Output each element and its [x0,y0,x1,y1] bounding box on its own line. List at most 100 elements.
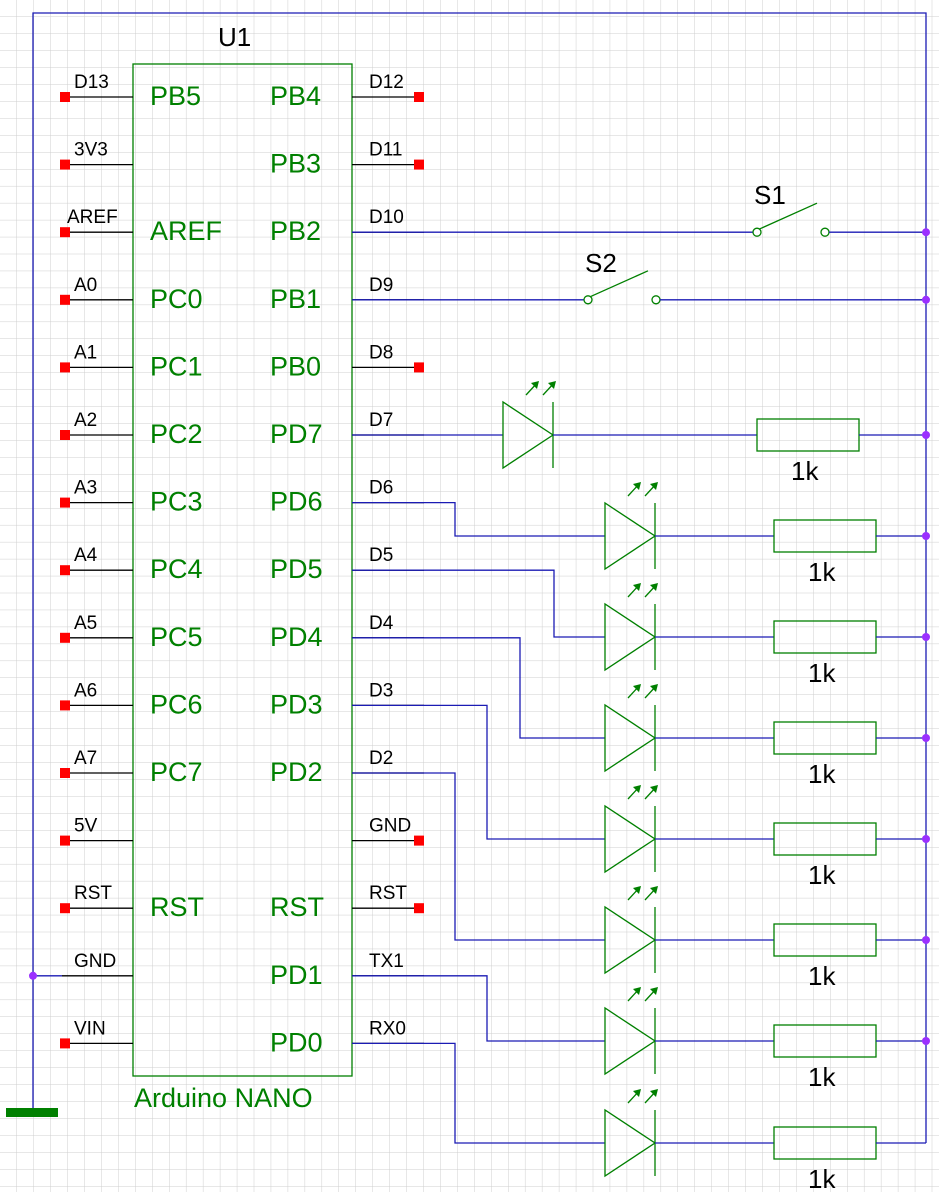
unconnected-marker [60,632,70,643]
switch-s2-contact [651,295,661,305]
switch-s2-contact [583,295,593,305]
unconnected-marker [60,294,70,305]
junction-dot [922,734,930,742]
resistor-d3-value: 1k [808,860,836,890]
resistor-d2-value: 1k [808,961,836,991]
right-port-label: PB3 [270,149,321,179]
unconnected-marker [60,159,70,170]
led-d2-arrowhead [633,886,641,894]
left-pin-name: A0 [74,275,97,296]
junction-dot [29,971,37,980]
right-pin-name: D8 [369,342,393,363]
right-pin-name: RX0 [369,1018,406,1039]
led-d3-wire-in [352,704,605,840]
left-port-label: PB5 [150,81,201,111]
left-pin-name: A2 [74,410,97,431]
resistor-d5-value: 1k [808,658,836,688]
led-tx1-wire-in [352,975,605,1042]
left-pin-name: AREF [67,207,118,228]
right-pin-name: GND [369,816,411,837]
unconnected-marker [60,768,70,778]
unconnected-marker [60,497,70,508]
left-pin-name: A4 [74,545,98,566]
left-pin-name: 3V3 [74,140,108,161]
unconnected-marker [60,903,70,914]
led-rx0-triangle [604,1108,657,1178]
led-d4-wire-in [352,637,605,739]
right-port-label: PB4 [270,81,321,111]
right-pin-name: RST [369,883,407,904]
led-tx1-triangle [604,1006,657,1076]
resistor-d4-value: 1k [808,759,836,789]
right-port-label: PD7 [270,419,323,449]
left-port-label: PC6 [150,689,203,719]
led-d5-arrowhead [633,583,641,591]
left-port-label: PC2 [150,419,203,449]
left-pin-name: A5 [74,613,97,634]
right-port-label: PD4 [270,622,323,652]
junction-dot [922,295,930,304]
unconnected-marker [60,227,70,238]
left-pin-name: A3 [74,478,97,499]
left-port-label: PC3 [150,487,203,517]
right-port-label: PD6 [270,487,323,517]
unconnected-marker [60,92,70,102]
led-tx1-arrowhead [633,987,641,995]
outer-wire [32,12,927,1143]
switch-s2-label: S2 [585,248,617,278]
led-d6-arrowhead [633,482,641,490]
unconnected-marker [60,700,70,711]
right-port-label: PB1 [270,284,321,314]
left-port-label: PC5 [150,622,203,652]
junction-dot [922,835,930,843]
right-port-label: PD3 [270,689,323,719]
left-pin-name: RST [74,883,112,904]
left-pin-name: D13 [74,72,109,93]
switch-s1-contact [752,227,762,237]
led-d5-triangle [604,602,657,672]
right-pin-name: D3 [369,680,393,701]
left-pin-name: GND [74,951,116,972]
led-d5-arrowhead [650,583,658,591]
right-pin-name: TX1 [369,951,404,972]
component-value: Arduino NANO [134,1083,313,1113]
led-d2-triangle [604,905,657,975]
unconnected-marker [414,903,424,914]
right-pin-name: D11 [369,140,402,161]
resistor-rx0-value: 1k [808,1164,836,1192]
right-pin-name: D6 [369,478,393,499]
unconnected-marker [60,565,70,576]
led-d4-triangle [604,703,657,773]
led-d2-arrowhead [650,886,658,894]
led-d2-wire-in [352,772,605,941]
left-port-label: RST [150,892,204,922]
led-d3-triangle [604,804,657,874]
unconnected-marker [60,1038,70,1049]
resistor-tx1-value: 1k [808,1062,836,1092]
led-d6-wire-in [352,501,605,537]
left-port-label: PC0 [150,284,203,314]
right-pin-name: D9 [369,275,393,296]
unconnected-marker [414,159,424,170]
led-rx0-wire-in [352,1042,605,1144]
switch-s2-lever [589,270,649,298]
right-port-label: PB2 [270,216,321,246]
led-d7-triangle [502,400,555,470]
left-port-label: PC1 [150,351,203,381]
component-reference: U1 [218,22,251,52]
right-port-label: PB0 [270,351,321,381]
left-pin-name: 5V [74,816,98,837]
right-port-label: PD5 [270,554,323,584]
led-d3-arrowhead [633,785,641,793]
led-d4-arrowhead [650,684,658,692]
led-d7-arrowhead [531,381,539,389]
right-pin-name: D12 [369,72,404,93]
junction-dot [922,228,930,237]
junction-dot [922,936,930,944]
unconnected-marker [60,430,70,440]
right-pin-name: D5 [369,545,393,566]
led-d6-triangle [604,501,657,571]
